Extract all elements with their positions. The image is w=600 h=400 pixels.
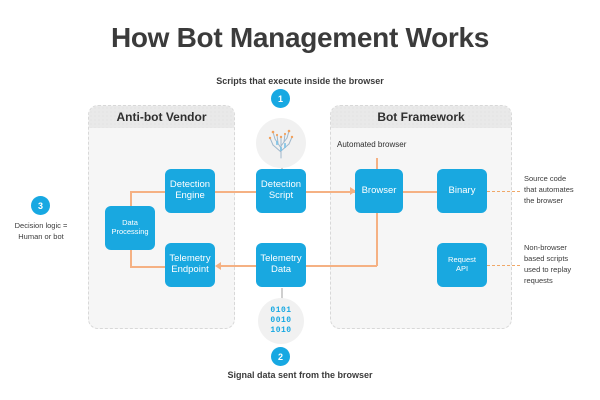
panel-title-anti-bot-vendor: Anti-bot Vendor (89, 106, 234, 128)
connector-browser-down (376, 207, 378, 266)
box-browser[interactable]: Browser (355, 169, 403, 213)
connector-telemetry-to-processing-v (130, 245, 132, 267)
badge-step-2: 2 (271, 347, 290, 366)
binary-row-1: 0101 (270, 306, 292, 315)
connector-automated-browser-stub (376, 158, 378, 176)
arrow-into-telemetry-endpoint (215, 262, 221, 270)
connector-browser-to-telemetry-h (296, 265, 377, 267)
leader-request-api-note (487, 265, 520, 266)
connector-telemetry-row (221, 265, 256, 267)
panel-title-bot-framework: Bot Framework (331, 106, 511, 128)
connector-engine-to-processing-h (130, 191, 175, 193)
binary-data-icon: 0101 0010 1010 (258, 298, 304, 344)
script-tree-icon (256, 118, 306, 168)
note-decision-logic: Decision logic =Human or bot (14, 221, 68, 241)
connector-engine-to-processing-v (130, 191, 132, 213)
badge-step-3: 3 (31, 196, 50, 215)
leader-binary-note (487, 191, 520, 192)
connector-telemetry-to-processing-h (130, 266, 175, 268)
bottom-caption: Signal data sent from the browser (227, 370, 373, 380)
panel-bot-framework: Bot Framework (330, 105, 512, 329)
binary-row-3: 1010 (270, 326, 292, 335)
binary-row-2: 0010 (270, 316, 292, 325)
label-automated-browser: Automated browser (337, 140, 407, 149)
stem-binary-icon (281, 288, 283, 300)
top-caption: Scripts that execute inside the browser (216, 76, 384, 86)
connector-browser-to-binary (395, 191, 445, 193)
page-title: How Bot Management Works (110, 22, 490, 53)
badge-step-1: 1 (271, 89, 290, 108)
box-binary[interactable]: Binary (437, 169, 487, 213)
arrow-into-browser (350, 187, 356, 195)
